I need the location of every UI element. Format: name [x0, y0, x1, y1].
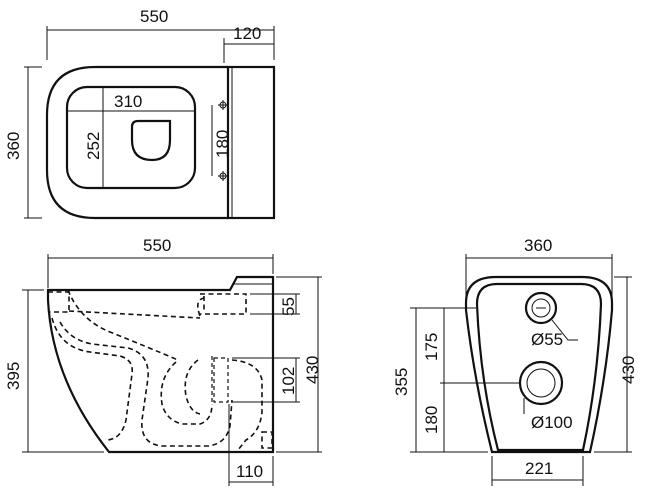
- dim-fixing-spacing: 180: [211, 105, 232, 176]
- outlet-diameter-label: Ø100: [531, 413, 573, 432]
- dim-top-width: 550: [46, 7, 275, 60]
- outlet-spacing-label: 102: [279, 367, 298, 395]
- dim-lower-spacing: 180: [422, 383, 445, 452]
- side-view-trapway: [48, 289, 273, 451]
- inlet-height-label: 55: [279, 297, 298, 316]
- seat-width-label: 310: [114, 92, 142, 111]
- top-view-fixing-points: [218, 100, 228, 181]
- top-view-seat-opening: [65, 85, 197, 190]
- upper-spacing-label: 175: [422, 333, 441, 361]
- back-view-inner-outline: [475, 282, 603, 452]
- dim-upper-spacing: 175: [422, 307, 520, 384]
- side-length-label: 550: [143, 236, 171, 255]
- fixing-spacing-label: 180: [213, 130, 232, 158]
- dim-seat-depth: 252: [84, 87, 104, 188]
- side-view-body-outline: [46, 275, 275, 454]
- back-view: Ø55 Ø100 360 430 355 1: [392, 236, 638, 486]
- dim-height-back: 430: [276, 276, 322, 453]
- dim-top-depth: 360: [4, 66, 42, 219]
- dim-back-width: 360: [465, 236, 613, 300]
- top-view-tank: [226, 65, 276, 220]
- top-view: 550 120 360 310 252 180: [4, 7, 276, 220]
- height-front-label: 395: [4, 362, 23, 390]
- back-inner-height-label: 355: [392, 368, 411, 396]
- dim-base-width: 221: [491, 456, 584, 486]
- side-view: 550 395 430 55 102: [4, 236, 322, 486]
- back-height-label: 430: [619, 356, 638, 384]
- dim-outlet-offset: 110: [228, 404, 274, 486]
- top-width-label: 550: [140, 7, 168, 26]
- dim-tank-depth: 120: [223, 24, 274, 63]
- back-view-outer-outline: [464, 275, 614, 454]
- seat-depth-label: 252: [84, 132, 103, 160]
- dim-seat-width: 310: [67, 92, 195, 112]
- dim-height-front: 395: [4, 289, 104, 453]
- top-view-bowl-outline: [45, 65, 228, 220]
- back-view-inlet: [524, 291, 558, 325]
- dim-side-length: 550: [47, 236, 274, 288]
- dim-back-height: 430: [594, 276, 638, 453]
- dim-outlet-spacing: 102: [232, 357, 300, 403]
- dim-inlet-height: 55: [250, 293, 300, 316]
- top-depth-label: 360: [4, 132, 23, 160]
- back-width-label: 360: [524, 236, 552, 255]
- back-view-outlet: [518, 360, 564, 406]
- lower-spacing-label: 180: [422, 406, 441, 434]
- tank-depth-label: 120: [233, 24, 261, 43]
- inlet-leader: [551, 319, 578, 341]
- height-back-label: 430: [303, 356, 322, 384]
- outlet-offset-label: 110: [236, 462, 263, 481]
- inlet-diameter-label: Ø55: [531, 330, 563, 349]
- top-view-drain-outline: [130, 119, 172, 162]
- base-width-label: 221: [525, 459, 553, 478]
